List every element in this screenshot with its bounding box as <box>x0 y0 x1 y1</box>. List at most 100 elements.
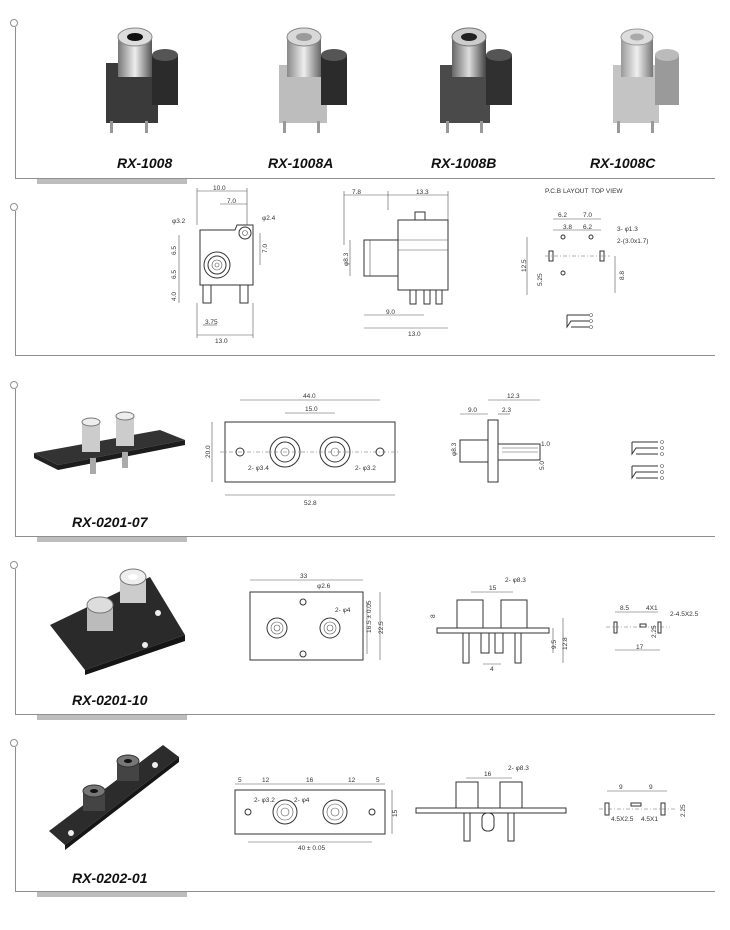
dim-text: 5.25 <box>537 273 544 286</box>
rail-ring <box>10 203 18 211</box>
dim-text: φ3.2 <box>172 218 186 225</box>
section-rx-1008: RX-1008 RX-1008A RX-1008B RX-1008C <box>0 0 730 185</box>
dim-text: 2- φ8.3 <box>508 765 529 772</box>
dim-text: φ8.3 <box>451 442 458 456</box>
divider-line <box>15 891 715 892</box>
pcb-header: P.C.B LAYOUT <box>545 188 588 195</box>
section-rx-1008-drawings <box>0 190 730 360</box>
dim-text: 52.8 <box>304 500 317 507</box>
dim-text: 12 <box>262 777 270 784</box>
rail-line <box>15 27 16 178</box>
product-photo-rx-1008c <box>613 28 679 133</box>
drawing-pcb-layout: P.C.B LAYOUT TOP VIEW 6.2 7.0 3.8 6.2 3-… <box>521 188 648 329</box>
dim-text: 2- φ3.2 <box>254 797 275 804</box>
product-photo-rx-1008 <box>106 27 178 133</box>
section-rx-0202-01: RX-0202-01 <box>0 728 730 898</box>
dim-text: 8 <box>430 614 437 618</box>
model-label: RX-0201-10 <box>72 692 148 708</box>
dim-text: 16 <box>306 777 314 784</box>
dim-text: 7.0 <box>262 244 269 253</box>
pcb-header-top-view: TOP VIEW <box>591 188 623 195</box>
divider-bar <box>37 892 187 897</box>
dim-text: 12.8 <box>562 637 569 650</box>
dim-text: 5 <box>238 777 242 784</box>
product-photo-rx-0201-07 <box>34 411 185 474</box>
schematic-rx-0201-07 <box>631 440 664 480</box>
dim-text: 8.8 <box>619 271 626 280</box>
drawing-front-rx-0201-10: 2- φ8.3 15 8 9.5 12.8 4 <box>430 577 569 673</box>
dim-text: φ8.3 <box>343 252 350 266</box>
dim-text: 7.0 <box>227 198 236 205</box>
dim-text: 16.5 ± 0.05 <box>366 600 373 633</box>
model-label: RX-0201-07 <box>72 514 148 530</box>
dim-text: 2- φ3.2 <box>355 465 376 472</box>
divider-bar <box>37 715 187 720</box>
rail-line <box>15 211 16 355</box>
dim-text: 6.2 <box>583 224 592 231</box>
drawing-plate-rx-0201-10: 33 φ2.6 2- φ4 16.5 ± 0.05 22.5 <box>249 573 385 661</box>
dim-text: 2- φ3.4 <box>248 465 269 472</box>
model-label: RX-1008B <box>431 155 497 171</box>
dim-text: 2-(3.0x1.7) <box>617 238 648 245</box>
divider-line <box>15 355 715 356</box>
section-rx-0201-07: RX-0201-07 <box>0 370 730 542</box>
dim-text: 9 <box>619 784 623 791</box>
dim-text: 16 <box>484 771 492 778</box>
dim-text: 4.5X2.5 <box>611 816 634 823</box>
dim-text: φ2.4 <box>262 215 276 222</box>
dim-text: 15 <box>392 809 399 817</box>
rail-ring <box>10 19 18 27</box>
divider-bar <box>37 179 187 184</box>
product-photo-rx-1008a <box>279 27 347 133</box>
divider-bar <box>37 537 187 542</box>
drawing-side-rx-0201-07: 12.3 9.0 2.3 φ8.3 1.0 5.0 <box>451 393 550 483</box>
dim-text: 13.3 <box>416 189 429 196</box>
dim-text: 3.75 <box>205 319 218 326</box>
product-photo-rx-0202-01 <box>49 745 179 850</box>
dim-text: 4 <box>490 666 494 673</box>
dim-text: 15 <box>489 585 497 592</box>
dim-text: 5 <box>376 777 380 784</box>
dim-text: 3- φ1.3 <box>617 226 638 233</box>
dim-text: 2.25 <box>651 625 658 638</box>
dim-text: 2- φ8.3 <box>505 577 526 584</box>
dim-text: 6.2 <box>558 212 567 219</box>
dim-text: 3.8 <box>563 224 572 231</box>
dim-text: 5.0 <box>539 461 546 470</box>
drawing-front-view: 10.0 7.0 φ3.2 φ2.4 6.5 6.5 4.0 7.0 3.75 … <box>171 185 276 345</box>
dim-text: 33 <box>300 573 308 580</box>
dim-text: 20.0 <box>205 445 212 458</box>
rail-line <box>15 389 16 536</box>
dim-text: 1.0 <box>541 441 550 448</box>
model-label: RX-1008A <box>268 155 334 171</box>
dim-text: 2- φ4 <box>294 797 310 804</box>
drawing-pcb-rx-0201-10: 8.5 4X1 2-4.5X2.5 2.25 17 <box>606 605 699 651</box>
dim-text: 10.0 <box>213 185 226 192</box>
dim-text: 44.0 <box>303 393 316 400</box>
divider-line <box>15 536 715 537</box>
dim-text: 12 <box>348 777 356 784</box>
rail-line <box>15 747 16 891</box>
dim-text: 9.0 <box>386 309 395 316</box>
drawing-side-view: 7.8 13.3 φ8.3 9.0 13.0 <box>343 189 449 338</box>
rail-ring <box>10 561 18 569</box>
rail-ring <box>10 739 18 747</box>
model-label: RX-1008C <box>590 155 656 171</box>
dim-text: 6.5 <box>171 246 178 255</box>
dim-text: 6.5 <box>171 270 178 279</box>
dim-text: 17 <box>636 644 644 651</box>
dim-text: 22.5 <box>378 621 385 634</box>
rail-ring <box>10 381 18 389</box>
drawing-plate-rx-0201-07: 44.0 15.0 20.0 2- φ3.4 2- φ3.2 52.8 <box>205 393 400 507</box>
section-rx-0201-10: RX-0201-10 <box>0 550 730 720</box>
dim-text: 9.0 <box>468 407 477 414</box>
divider-line <box>15 178 715 179</box>
dim-text: 8.5 <box>620 605 629 612</box>
dim-text: 2- φ4 <box>335 607 351 614</box>
dim-text: 2-4.5X2.5 <box>670 611 699 618</box>
dim-text: 12.5 <box>521 259 528 272</box>
drawing-pcb-rx-0202-01: 9 9 4.5X2.5 4.5X1 2.25 <box>599 784 687 823</box>
dim-text: 2.25 <box>680 804 687 817</box>
drawing-front-rx-0202-01: 2- φ8.3 16 <box>415 765 567 842</box>
drawing-plate-rx-0202-01: 5 12 16 12 5 2- φ3.2 2- φ4 15 40 ± 0.05 <box>234 777 399 852</box>
